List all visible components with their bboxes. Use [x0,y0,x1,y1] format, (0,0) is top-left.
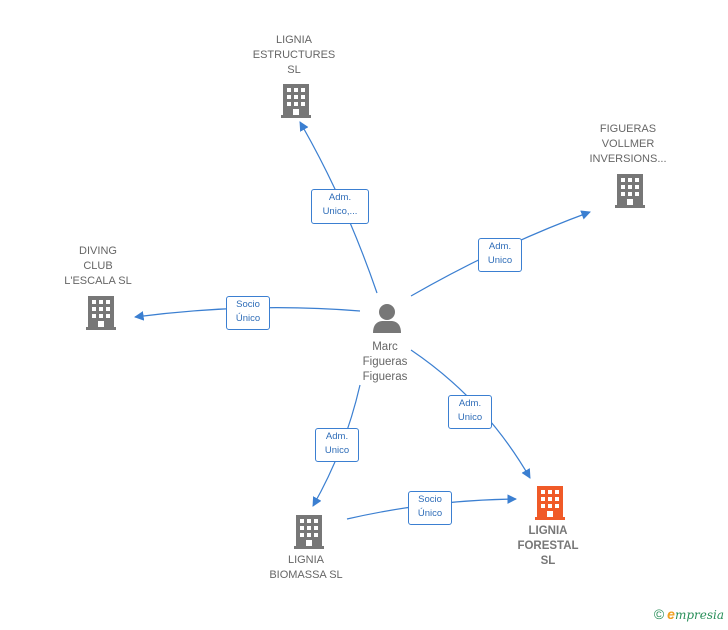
building-icon[interactable] [281,84,311,118]
brand-logo-text: mpresia [674,608,724,622]
edge-label-adm-unico[interactable]: Adm. Unico [315,428,359,462]
node-label-person[interactable]: Marc Figueras Figueras [362,341,408,383]
copyright-symbol: © [653,606,665,622]
node-label-lignia-biomassa[interactable]: LIGNIA BIOMASSA SL [269,554,343,581]
brand-logo-initial: e [667,606,675,622]
building-icon-main[interactable] [535,486,565,520]
node-label-lignia-estructures[interactable]: LIGNIA ESTRUCTURES SL [252,34,336,76]
edge-label-adm-unico[interactable]: Adm. Unico [478,238,522,272]
node-label-diving-club[interactable]: DIVING CLUB L'ESCALA SL [64,245,132,287]
building-icon[interactable] [86,296,116,330]
footer-brand: ©empresia [654,606,724,622]
person-icon[interactable] [373,304,401,333]
building-icon[interactable] [615,174,645,208]
edge-label-adm-unico[interactable]: Adm. Unico,... [311,189,369,224]
building-icon[interactable] [294,515,324,549]
edge-label-socio-unico[interactable]: Socio Único [408,491,452,525]
edge-label-socio-unico[interactable]: Socio Único [226,296,270,330]
edge-label-adm-unico[interactable]: Adm. Unico [448,395,492,429]
node-label-figueras-vollmer[interactable]: FIGUERAS VOLLMER INVERSIONS... [589,123,667,165]
node-label-lignia-forestal[interactable]: LIGNIA FORESTAL SL [517,525,579,567]
